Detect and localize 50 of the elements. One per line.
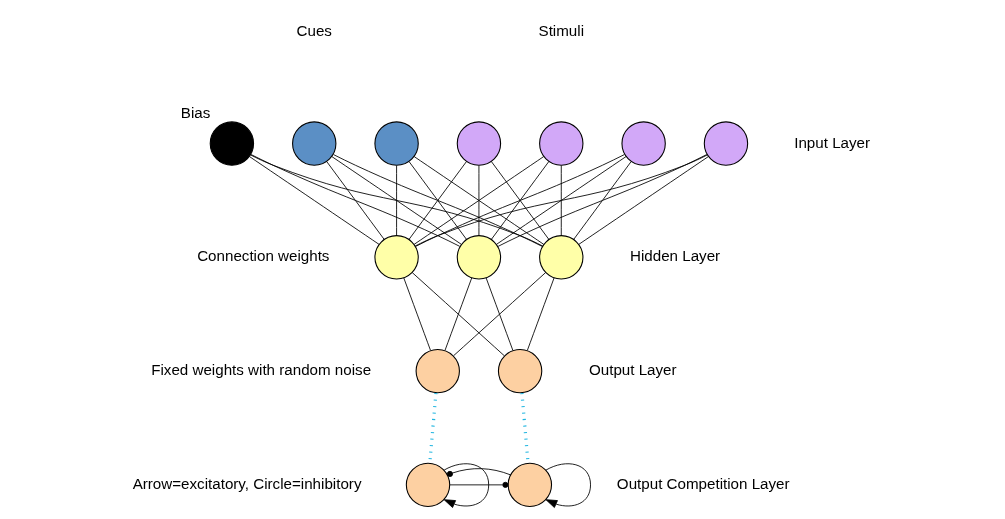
connector — [250, 154, 461, 247]
node-circle — [621, 121, 666, 166]
connector — [560, 165, 562, 236]
connector — [415, 154, 625, 247]
connector — [444, 277, 473, 351]
connector — [446, 468, 511, 477]
node-circle — [456, 235, 502, 280]
connector — [497, 154, 708, 247]
node-circle — [374, 121, 419, 166]
label: Output Competition Layer — [616, 474, 790, 492]
label: Output Layer — [588, 361, 677, 379]
connector — [326, 161, 385, 240]
node-circle — [507, 462, 553, 508]
connector — [478, 165, 480, 236]
connector — [414, 154, 708, 247]
node-circle — [292, 121, 337, 166]
node-circle — [703, 121, 749, 166]
connector — [408, 161, 467, 240]
connector — [332, 154, 543, 247]
legend-label: Arrow=excitatory, Circle=inhibitory — [132, 474, 362, 492]
node-circle — [209, 121, 255, 166]
connector — [526, 277, 555, 351]
node-circle — [415, 348, 460, 394]
connector — [485, 277, 514, 351]
label: Cues — [296, 21, 332, 39]
connector — [249, 156, 380, 245]
connector — [411, 272, 505, 357]
connector — [573, 161, 632, 240]
node-label: Bias — [180, 103, 211, 121]
connector — [578, 156, 709, 245]
node-circle — [539, 121, 584, 166]
node-circle — [374, 235, 419, 280]
connector — [496, 156, 627, 245]
connector — [250, 154, 544, 247]
connector — [396, 165, 398, 236]
connector — [449, 481, 509, 488]
connector — [331, 156, 462, 245]
legend-label: Connection weights — [197, 247, 330, 265]
connector — [403, 277, 431, 351]
connector — [413, 156, 545, 245]
arrow — [443, 463, 490, 508]
node-circle — [497, 348, 543, 394]
node-circle — [539, 235, 584, 280]
legend-label: Fixed weights with random noise — [151, 361, 372, 379]
label: Hidden Layer — [629, 247, 721, 265]
label: Stimuli — [538, 21, 585, 39]
arrow — [545, 463, 591, 508]
node-circle — [456, 121, 502, 166]
label: Input Layer — [794, 133, 871, 151]
connector — [453, 272, 547, 357]
